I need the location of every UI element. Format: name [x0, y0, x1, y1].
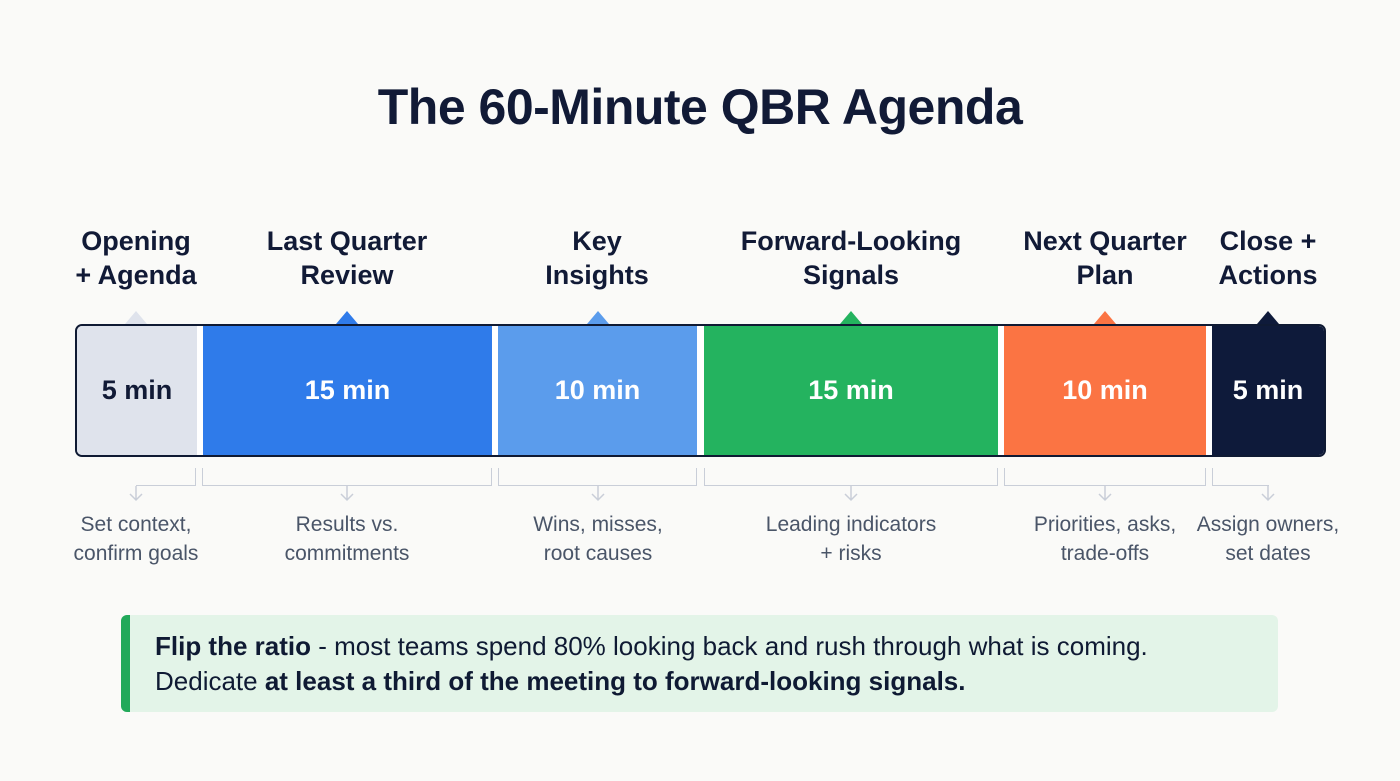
pointer-last-quarter-icon [336, 311, 358, 324]
segment-next-quarter: 10 min [1004, 326, 1206, 455]
segment-label-line1: Key [572, 226, 622, 256]
arrow-down-icon [591, 486, 605, 502]
description-close: Assign owners, set dates [1183, 510, 1353, 568]
description-line2: confirm goals [73, 542, 199, 565]
bracket-key-insights [498, 468, 697, 486]
description-next-quarter: Priorities, asks, trade-offs [1015, 510, 1195, 568]
segment-label-key-insights: Key Insights [517, 224, 677, 292]
bracket-last-quarter [202, 468, 492, 486]
callout-line1-rest: - most teams spend 80% looking back and … [311, 631, 1148, 661]
segment-opening: 5 min [77, 326, 197, 455]
segment-duration: 10 min [1062, 375, 1148, 405]
arrow-down-icon [1261, 486, 1275, 502]
callout-line2-normal: Dedicate [155, 666, 265, 696]
agenda-timeline-bar: 5 min 15 min 10 min 15 min 10 min 5 min [75, 324, 1326, 457]
callout-line1: Flip the ratio - most teams spend 80% lo… [155, 629, 1148, 664]
segment-forward-looking: 15 min [704, 326, 998, 455]
callout-accent-bar [121, 615, 130, 712]
description-line2: commitments [284, 542, 410, 565]
callout-text: Flip the ratio - most teams spend 80% lo… [155, 629, 1148, 699]
segment-label-line2: Plan [1076, 260, 1134, 290]
segment-last-quarter: 15 min [203, 326, 492, 455]
description-line2: trade-offs [1060, 542, 1150, 565]
segment-label-line2: Signals [802, 260, 900, 290]
callout-bold-lead: Flip the ratio [155, 631, 311, 661]
segment-label-line1: Forward-Looking [740, 226, 962, 256]
description-opening: Set context, confirm goals [46, 510, 226, 568]
segment-duration: 10 min [554, 375, 641, 405]
segment-label-line2: Review [300, 260, 394, 290]
segment-label-next-quarter: Next Quarter Plan [1005, 224, 1205, 292]
segment-label-line1: Next Quarter [1023, 226, 1187, 256]
page-title: The 60-Minute QBR Agenda [377, 79, 1023, 135]
segment-label-close: Close + Actions [1198, 224, 1338, 292]
callout-box: Flip the ratio - most teams spend 80% lo… [121, 615, 1278, 712]
description-line1: Leading indicators [765, 513, 937, 536]
pointer-close-icon [1257, 311, 1279, 324]
segment-close: 5 min [1212, 326, 1324, 455]
callout-line2-emphasis: at least a third of the meeting to forwa… [264, 666, 966, 696]
description-line2: set dates [1225, 542, 1311, 565]
segment-duration: 5 min [101, 375, 173, 405]
pointer-next-quarter-icon [1094, 311, 1116, 324]
bracket-forward-looking [704, 468, 998, 486]
description-line2: root causes [543, 542, 653, 565]
arrow-down-icon [129, 486, 143, 502]
pointer-opening-icon [125, 311, 147, 324]
segment-label-line1: Last Quarter [266, 226, 428, 256]
description-last-quarter: Results vs. commitments [257, 510, 437, 568]
bracket-next-quarter [1004, 468, 1206, 486]
description-line1: Priorities, asks, [1033, 513, 1177, 536]
segment-label-line2: Actions [1218, 260, 1318, 290]
segment-label-last-quarter: Last Quarter Review [247, 224, 447, 292]
segment-label-line2: Insights [545, 260, 649, 290]
segment-duration: 15 min [808, 375, 894, 405]
arrow-down-icon [340, 486, 354, 502]
description-line2: + risks [820, 542, 882, 565]
segment-label-line2: + Agenda [75, 260, 197, 290]
arrow-down-icon [1098, 486, 1112, 502]
segment-duration: 15 min [304, 375, 391, 405]
segment-label-opening: Opening + Agenda [56, 224, 216, 292]
segment-duration: 5 min [1232, 375, 1304, 405]
segment-label-forward-looking: Forward-Looking Signals [720, 224, 982, 292]
pointer-forward-looking-icon [840, 311, 862, 324]
bracket-close [1212, 468, 1269, 486]
description-key-insights: Wins, misses, root causes [508, 510, 688, 568]
segment-label-line1: Close + [1219, 226, 1317, 256]
pointer-key-insights-icon [587, 311, 609, 324]
callout-line2: Dedicate at least a third of the meeting… [155, 664, 1148, 699]
bracket-opening [136, 468, 196, 486]
description-line1: Wins, misses, [533, 513, 663, 536]
arrow-down-icon [844, 486, 858, 502]
description-forward-looking: Leading indicators + risks [741, 510, 961, 568]
segment-key-insights: 10 min [498, 326, 697, 455]
description-line1: Assign owners, [1196, 513, 1340, 536]
description-line1: Results vs. [295, 513, 399, 536]
description-line1: Set context, [80, 513, 192, 536]
segment-label-line1: Opening [81, 226, 191, 256]
